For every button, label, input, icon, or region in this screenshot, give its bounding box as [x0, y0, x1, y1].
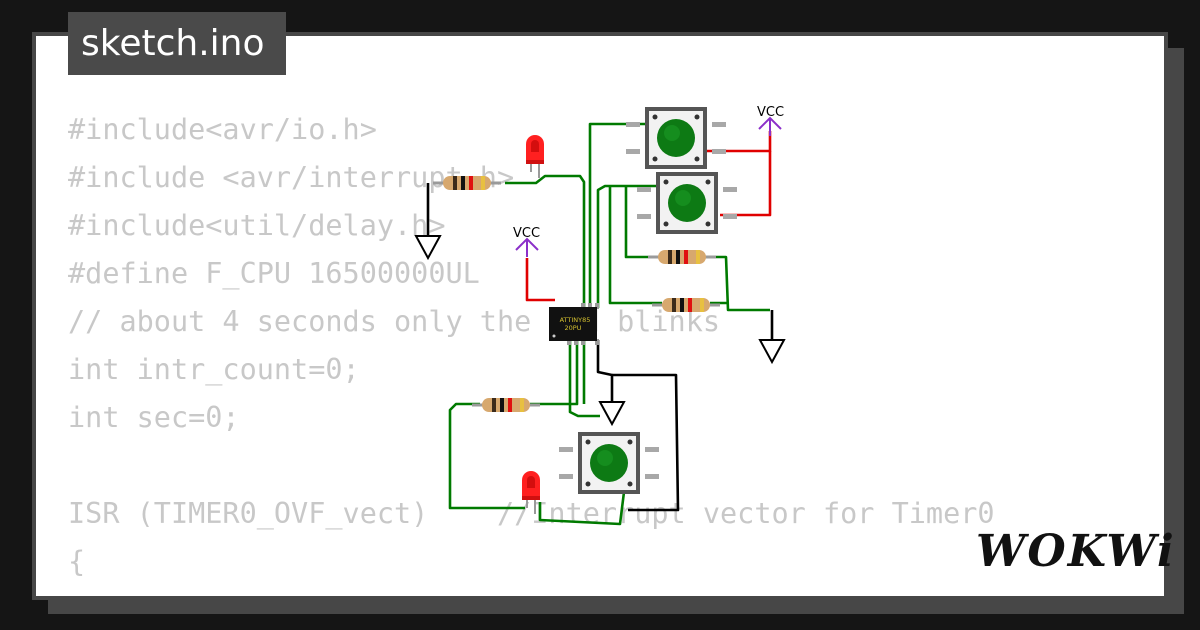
green-wires [448, 122, 770, 526]
ground-symbol-3 [759, 339, 785, 363]
resistor-button-pulldown-1[interactable] [646, 248, 718, 266]
code-line: #include<util/delay.h> [68, 209, 446, 242]
chip-label-line-2: 20PU [565, 324, 582, 332]
code-line: int sec=0; [68, 401, 240, 434]
pushbutton-1[interactable] [626, 107, 726, 169]
code-line: if (intr_count==63) //waiting for 63 bec… [68, 586, 1080, 596]
wokwi-logo: WOKWi [976, 526, 1174, 577]
resistor-led-1[interactable] [431, 174, 503, 192]
code-line: #define F_CPU 16500000UL [68, 257, 480, 290]
led-red-1[interactable] [525, 134, 545, 179]
project-title: sketch.ino [68, 12, 286, 75]
vcc-label-2: VCC [513, 226, 540, 241]
vcc-label-1: VCC [757, 105, 784, 120]
vcc-symbol-1 [758, 117, 782, 137]
ground-symbol-1 [415, 235, 441, 259]
black-wires [426, 183, 774, 512]
wokwi-logo-text: WOKWi [976, 526, 1176, 577]
vcc-symbol-2 [515, 238, 539, 258]
code-line: int intr_count=0; [68, 353, 360, 386]
code-line: #include<avr/io.h> [68, 113, 377, 146]
chip-label-line-1: ATTINY85 [560, 316, 591, 324]
code-background: #include<avr/io.h>#include <avr/interrup… [68, 106, 1080, 596]
ground-symbol-2 [599, 401, 625, 425]
preview-card: #include<avr/io.h>#include <avr/interrup… [32, 32, 1168, 600]
pushbutton-2[interactable] [637, 172, 737, 234]
code-line: ISR (TIMER0_OVF_vect) //Interrupt vector… [68, 497, 995, 530]
attiny85-chip[interactable]: ATTINY85 20PU [549, 303, 599, 345]
code-line: { [68, 545, 86, 578]
pushbutton-3[interactable] [559, 432, 659, 494]
resistor-led-2[interactable] [470, 396, 542, 414]
resistor-button-pulldown-2[interactable] [650, 296, 722, 314]
